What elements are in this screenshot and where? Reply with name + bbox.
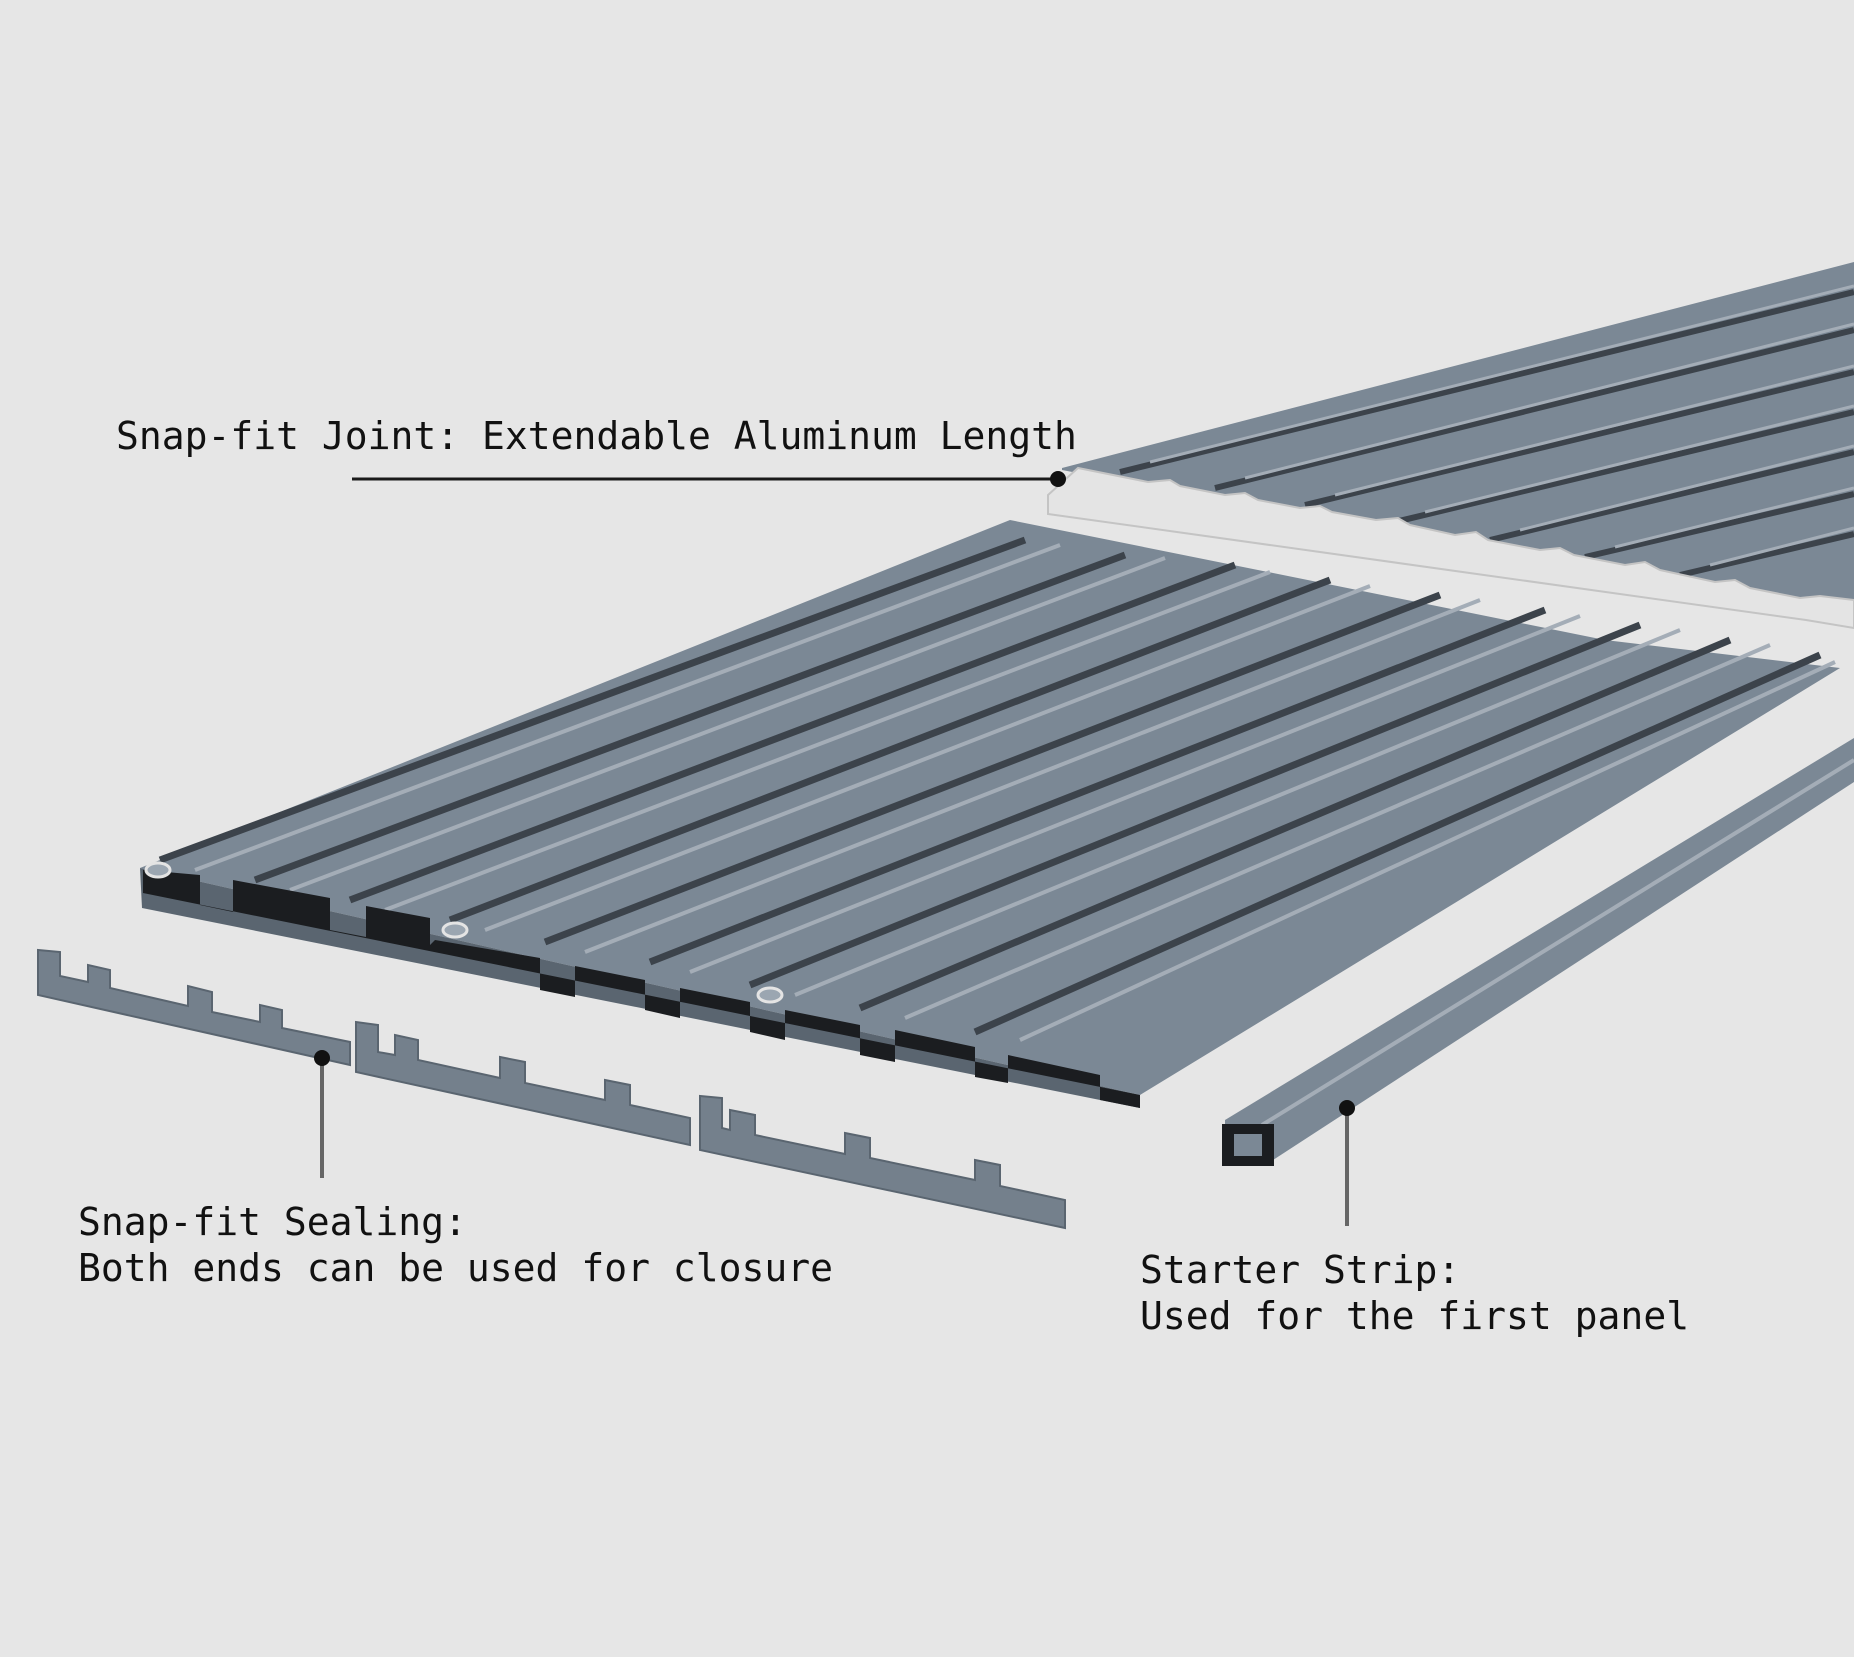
starter-strip-leader-dot <box>1339 1100 1355 1116</box>
starter-strip-body <box>1225 738 1854 1162</box>
snap-sealing-leader-dot <box>314 1050 330 1066</box>
snap-joint-connector <box>1047 466 1854 630</box>
snap-joint-leader-dot <box>1050 471 1066 487</box>
main-panel-profile-edge <box>143 870 1140 1108</box>
snap-fit-sealing-caps <box>37 948 1066 1230</box>
callout-starter-strip-detail: Used for the first panel <box>1140 1294 1690 1338</box>
starter-strip-part <box>1222 738 1854 1166</box>
extension-panel <box>1047 262 1854 630</box>
end-cap-3 <box>699 1094 1066 1230</box>
callout-snap-sealing-title: Snap-fit Sealing: <box>78 1200 467 1244</box>
callout-snap-sealing-detail: Both ends can be used for closure <box>78 1246 833 1290</box>
end-cap-1 <box>37 948 351 1067</box>
extension-panel-face <box>1062 262 1854 612</box>
end-cap-2 <box>355 1020 691 1147</box>
callout-leaders <box>314 471 1355 1226</box>
main-panel <box>140 520 1840 1108</box>
callout-starter-strip-title: Starter Strip: <box>1140 1248 1461 1292</box>
callout-snap-joint-title: Snap-fit Joint: Extendable Aluminum Leng… <box>116 414 1077 458</box>
